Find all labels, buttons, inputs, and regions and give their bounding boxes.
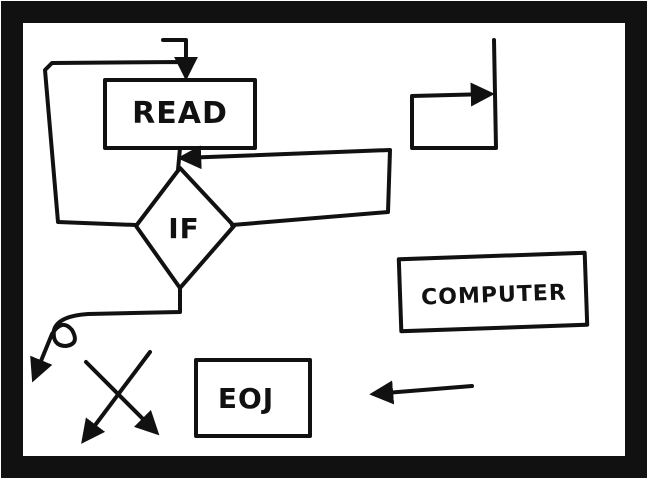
cross-arrow-down-right	[84, 360, 160, 436]
cross-arrow-down-left	[81, 350, 152, 444]
read-label: READ	[132, 96, 228, 131]
computer-box	[396, 250, 590, 334]
eoj-label: EOJ	[218, 382, 274, 415]
bracket-shape	[410, 38, 498, 150]
left-loop-arrow	[43, 60, 188, 227]
if-bottom-line	[30, 286, 182, 383]
right-loop-arrow	[177, 145, 392, 227]
if-label: IF	[168, 212, 200, 245]
eoj-box	[194, 358, 312, 438]
left-pointing-arrow	[369, 380, 474, 405]
computer-label: COMPUTER	[421, 280, 568, 310]
entry-arrow	[161, 38, 198, 81]
